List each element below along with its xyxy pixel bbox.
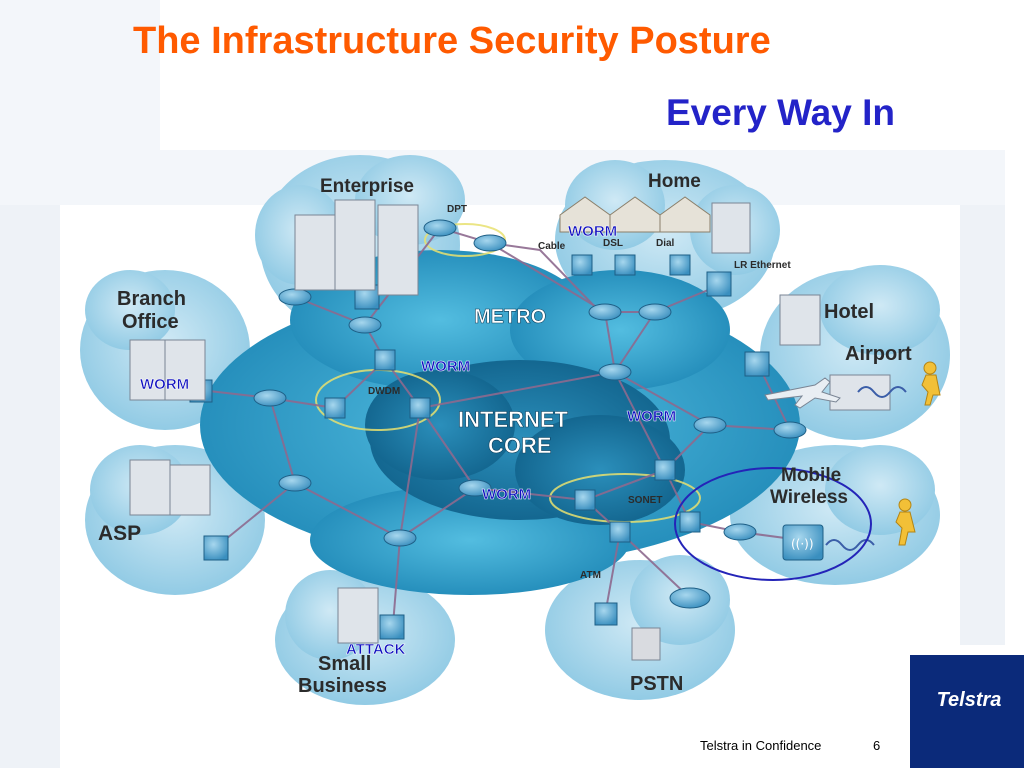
- switch-icon: [679, 511, 701, 533]
- region-label-mobile-wireless: Wireless: [770, 487, 848, 508]
- tech-label-atm: ATM: [580, 570, 601, 581]
- telstra-logo: Telstra: [910, 655, 1024, 768]
- router-icon: [669, 587, 711, 609]
- region-label-home: Home: [648, 171, 701, 192]
- router-icon: [598, 363, 632, 381]
- router-icon: [383, 529, 417, 547]
- switch-icon: [669, 254, 691, 276]
- person-icon-airport: [921, 361, 941, 406]
- person-icon-mobile: [895, 498, 916, 546]
- building-icon: [377, 204, 419, 296]
- router-icon: [278, 474, 312, 492]
- pstn-phone-icon: [631, 627, 661, 661]
- tech-label-dial: Dial: [656, 238, 675, 249]
- tech-label-lr-ethernet: LR Ethernet: [734, 260, 791, 271]
- switch-icon: [324, 397, 346, 419]
- threat-label-worm: WORM: [568, 223, 617, 240]
- threat-label-worm: WORM: [627, 408, 676, 425]
- wireless-signal-icon: ((·)): [791, 537, 814, 551]
- metro-label: METRO: [474, 306, 546, 328]
- router-icons: [253, 219, 807, 609]
- building-icon: [169, 464, 211, 516]
- router-icon: [348, 316, 382, 334]
- region-label-branch-office: Office: [122, 311, 179, 333]
- threat-label-worm: WORM: [140, 376, 189, 393]
- router-icon: [458, 479, 492, 497]
- switch-icon: [574, 489, 596, 511]
- building-icon: [829, 374, 891, 411]
- switch-icon: [594, 602, 618, 626]
- signal-wave-airport: [857, 386, 907, 398]
- router-icon: [473, 234, 507, 252]
- tech-label-dpt: DPT: [447, 204, 467, 215]
- building-icon: [779, 294, 821, 346]
- switch-icon: [571, 254, 593, 276]
- region-label-asp: ASP: [98, 522, 141, 545]
- internet-core-label: CORE: [488, 433, 552, 458]
- slide-title: The Infrastructure Security Posture: [133, 20, 771, 62]
- router-icon: [253, 389, 287, 407]
- switch-icon: [374, 349, 396, 371]
- switch-icon: [609, 521, 631, 543]
- router-icon: [588, 303, 622, 321]
- building-icon: [711, 202, 751, 254]
- switch-icon: [379, 614, 405, 640]
- threat-label-attack: ATTACK: [346, 641, 406, 658]
- building-icon: [294, 214, 336, 291]
- switch-icon: [409, 397, 431, 419]
- region-label-small-business: Business: [298, 675, 387, 697]
- router-icon: [423, 219, 457, 237]
- tech-label-dwdm: DWDM: [368, 386, 400, 397]
- tech-label-cable: Cable: [538, 241, 566, 252]
- tech-label-sonet: SONET: [628, 495, 662, 506]
- router-icon: [723, 523, 757, 541]
- threat-label-worm: WORM: [421, 358, 470, 375]
- region-label-mobile-wireless: Mobile: [781, 465, 841, 486]
- router-icon: [773, 421, 807, 439]
- footer-page-number: 6: [873, 738, 881, 753]
- house-icons: [559, 196, 711, 233]
- region-label-small-business: Small: [318, 653, 371, 675]
- router-icon: [278, 288, 312, 306]
- region-label-hotel: Hotel: [824, 301, 874, 323]
- telstra-logo-text: Telstra: [936, 689, 1002, 711]
- region-label-airport: Airport: [845, 343, 912, 365]
- router-icon: [693, 416, 727, 434]
- router-icon: [638, 303, 672, 321]
- wireless-base-station-icon: [782, 524, 824, 561]
- switch-icon: [654, 459, 676, 481]
- internet-core-label: INTERNET: [458, 407, 569, 432]
- switch-icon: [203, 535, 229, 561]
- region-label-enterprise: Enterprise: [320, 176, 414, 197]
- building-icon: [164, 339, 206, 401]
- house-icon: [659, 196, 711, 233]
- region-label-pstn: PSTN: [630, 673, 683, 695]
- mobile-wireless-highlight: [674, 467, 872, 581]
- threat-label-worm: WORM: [482, 486, 531, 503]
- airplane-icon: [764, 377, 841, 409]
- switch-icon: [744, 351, 770, 377]
- building-icon: [334, 199, 376, 291]
- footer-confidentiality: Telstra in Confidence: [700, 738, 822, 753]
- building-icon: [337, 587, 379, 644]
- building-icon: [129, 459, 171, 516]
- switch-icon: [706, 271, 732, 297]
- region-label-branch-office: Branch: [117, 288, 186, 310]
- tech-label-dsl: DSL: [603, 238, 623, 249]
- building-icons: [129, 199, 891, 644]
- switch-icon: [614, 254, 636, 276]
- slide-subtitle: Every Way In: [666, 92, 895, 133]
